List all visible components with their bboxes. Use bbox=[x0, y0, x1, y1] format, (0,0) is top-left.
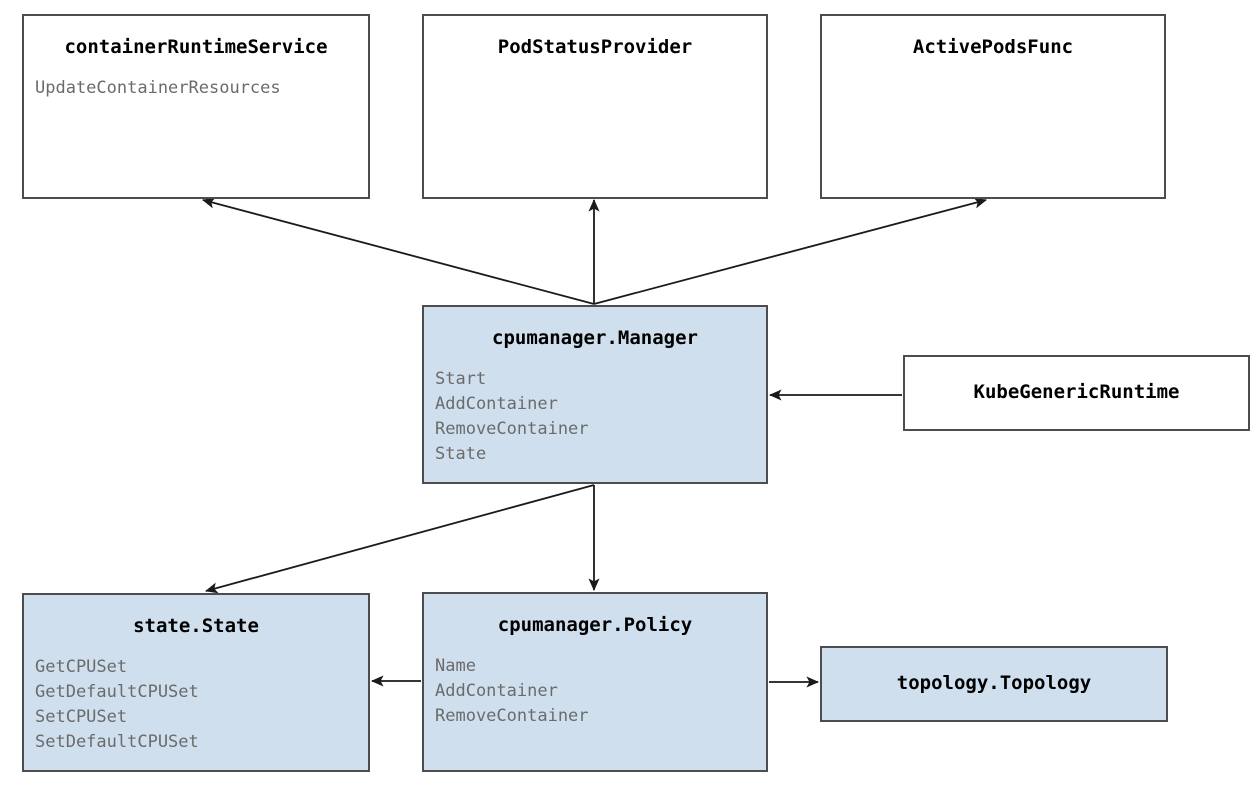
node-title: topology.Topology bbox=[896, 672, 1092, 694]
node-method: SetCPUSet bbox=[35, 707, 128, 727]
node-method: AddContainer bbox=[435, 394, 558, 414]
edge-manager-to-activePodsFunc bbox=[593, 197, 987, 305]
node-method: State bbox=[435, 444, 487, 464]
node-method: RemoveContainer bbox=[435, 706, 589, 726]
node-title: cpumanager.Manager bbox=[492, 327, 698, 349]
node-method: RemoveContainer bbox=[435, 419, 589, 439]
node-method-list: UpdateContainerResources bbox=[35, 76, 368, 101]
node-title: KubeGenericRuntime bbox=[973, 381, 1180, 403]
node-title: containerRuntimeService bbox=[64, 36, 328, 58]
node-KubeGenericRuntime[interactable]: KubeGenericRuntime bbox=[903, 355, 1250, 431]
node-method: Start bbox=[435, 369, 487, 389]
node-method: AddContainer bbox=[435, 681, 558, 701]
node-topologyTopology[interactable]: topology.Topology bbox=[820, 646, 1168, 722]
node-method: GetCPUSet bbox=[35, 657, 128, 677]
node-PodStatusProvider[interactable]: PodStatusProvider bbox=[422, 14, 768, 199]
node-method: SetDefaultCPUSet bbox=[35, 732, 199, 752]
node-title: state.State bbox=[133, 615, 259, 637]
edge-manager-to-containerRuntimeService bbox=[202, 197, 595, 305]
node-title: ActivePodsFunc bbox=[912, 36, 1074, 58]
node-ActivePodsFunc[interactable]: ActivePodsFunc bbox=[820, 14, 1166, 199]
node-method: GetDefaultCPUSet bbox=[35, 682, 199, 702]
node-title: cpumanager.Policy bbox=[497, 614, 693, 636]
edge-manager-to-stateState bbox=[205, 484, 595, 594]
node-method: Name bbox=[435, 656, 476, 676]
node-title: PodStatusProvider bbox=[497, 36, 693, 58]
node-method: UpdateContainerResources bbox=[35, 78, 281, 98]
